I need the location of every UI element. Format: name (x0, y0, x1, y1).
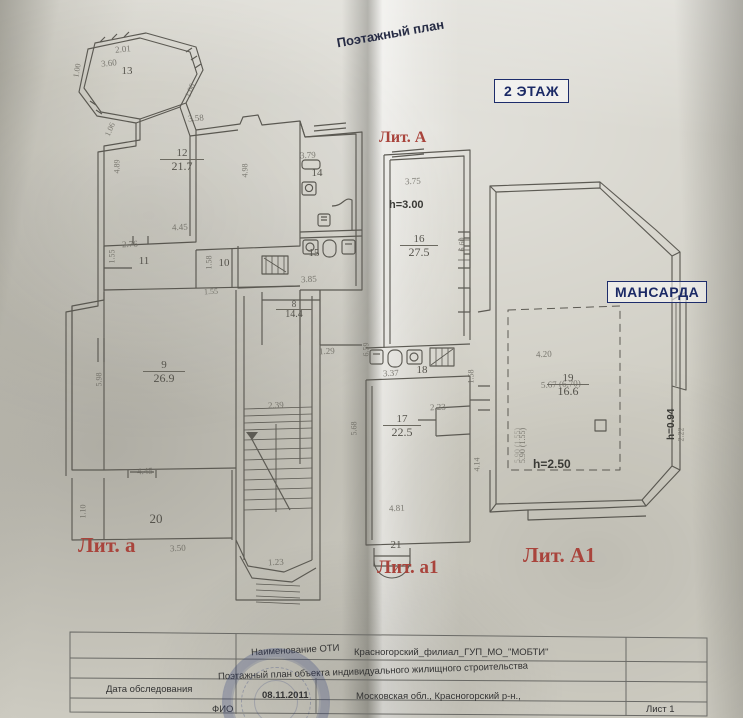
floor-badge: 2 ЭТАЖ (494, 79, 570, 103)
title-block: Наименование ОТИ Красногорский_филиал_ГУ… (66, 628, 711, 718)
dim-3-79: 3.79 (299, 149, 317, 161)
dim-3-50: 3.50 (169, 542, 187, 554)
room-14-number: 14 (311, 167, 323, 179)
room-12-number: 12 (176, 147, 188, 159)
dim-2-23: 2.23 (429, 401, 447, 413)
dim-2-39: 2.39 (267, 399, 285, 411)
room-9: 9 26.9 (143, 360, 185, 384)
height-mansarda: h=2.50 (533, 457, 571, 471)
title-block-grid (69, 631, 708, 717)
dim-3-60: 3.60 (100, 57, 118, 69)
room-15: 15 (303, 248, 325, 259)
room-18-number: 18 (416, 364, 428, 376)
sheet-label: Лист 1 (646, 704, 675, 715)
room-17: 17 22.5 (383, 414, 421, 438)
room-19: 19 16.6 (547, 373, 589, 397)
room-19-area: 16.6 (547, 384, 589, 397)
room-8-number: 8 (291, 299, 297, 309)
room-21: 21 (385, 540, 407, 551)
room-16-number: 16 (413, 233, 425, 245)
room-9-area: 26.9 (143, 371, 185, 384)
dim-1-58-a: 1.58 (204, 255, 214, 270)
room-20-number: 20 (149, 511, 163, 526)
dim-5-67: 5.67 (6.70) (540, 377, 581, 391)
dim-2-22: 2.22 (676, 427, 686, 442)
dim-6-59: 6.59 (361, 342, 371, 357)
room-19-number: 19 (562, 372, 574, 384)
height-knee-wall: h=0.94 (666, 408, 677, 440)
dim-4-98: 4.98 (240, 163, 250, 178)
address-value: Московская обл., Красногорский р-н., (356, 691, 521, 702)
dim-4-14: 4.14 (472, 457, 482, 472)
mansarda-badge: МАНСАРДА (607, 281, 708, 303)
room-8-area: 14.4 (276, 309, 312, 320)
height-lit-a: h=3.00 (389, 199, 424, 211)
room-10-number: 10 (218, 257, 230, 269)
room-12: 12 21.7 (160, 148, 204, 172)
dim-5-98: 5.98 (94, 372, 104, 387)
room-16: 16 27.5 (400, 234, 438, 258)
dim-3-85: 3.85 (300, 273, 318, 285)
dim-2-01: 2.01 (114, 43, 132, 55)
room-12-area: 21.7 (160, 159, 204, 172)
dim-3-58: 3.58 (187, 112, 205, 124)
litera-a1-lower: Лит. а1 (377, 557, 439, 578)
dim-3-37: 3.37 (382, 367, 400, 379)
room-18: 18 (411, 365, 433, 376)
dim-4-45-a: 4.45 (171, 221, 189, 233)
dim-4-20: 4.20 (535, 348, 553, 360)
dim-1-23: 1.23 (267, 556, 285, 568)
litera-A1-upper: Лит. А1 (523, 543, 596, 567)
dim-5-68: 5.68 (349, 421, 359, 436)
room-16-area: 27.5 (400, 245, 438, 258)
dim-6-60: 6.60 (457, 237, 467, 252)
room-8: 8 14.4 (276, 300, 312, 320)
litera-a-upper: Лит. А (379, 129, 427, 146)
dim-4-45-b: 4.45 (136, 465, 154, 477)
room-14: 14 (306, 168, 328, 179)
dim-1-29: 1.29 (318, 345, 336, 357)
room-13: 13 (112, 66, 142, 77)
room-13-number: 13 (121, 65, 133, 77)
room-9-number: 9 (161, 359, 167, 371)
dim-1-58-b: 1.58 (466, 369, 476, 384)
room-17-number: 17 (396, 413, 408, 425)
dim-1-55-b: 1.55 (203, 286, 219, 297)
oti-value: Красногорский_филиал_ГУП_МО_"МОБТИ" (354, 647, 549, 658)
date-label: Дата обследования (106, 684, 193, 695)
dim-1-10: 1.10 (78, 504, 88, 519)
room-20: 20 (141, 512, 171, 525)
room-21-number: 21 (390, 539, 402, 551)
room-15-number: 15 (308, 247, 320, 259)
room-10: 10 (212, 258, 236, 269)
litera-a-lower: Лит. а (78, 533, 136, 557)
room-11-number: 11 (138, 255, 150, 267)
dim-4-81: 4.81 (388, 502, 406, 514)
dim-2-76: 2.76 (121, 238, 139, 250)
dim-5-90-b: 5.90 (1.55) (513, 427, 523, 464)
dim-1-55-a: 1.55 (107, 249, 117, 264)
dim-3-75: 3.75 (404, 175, 422, 187)
dim-4-89: 4.89 (112, 159, 122, 174)
room-11: 11 (132, 256, 156, 267)
room-17-area: 22.5 (383, 425, 421, 438)
